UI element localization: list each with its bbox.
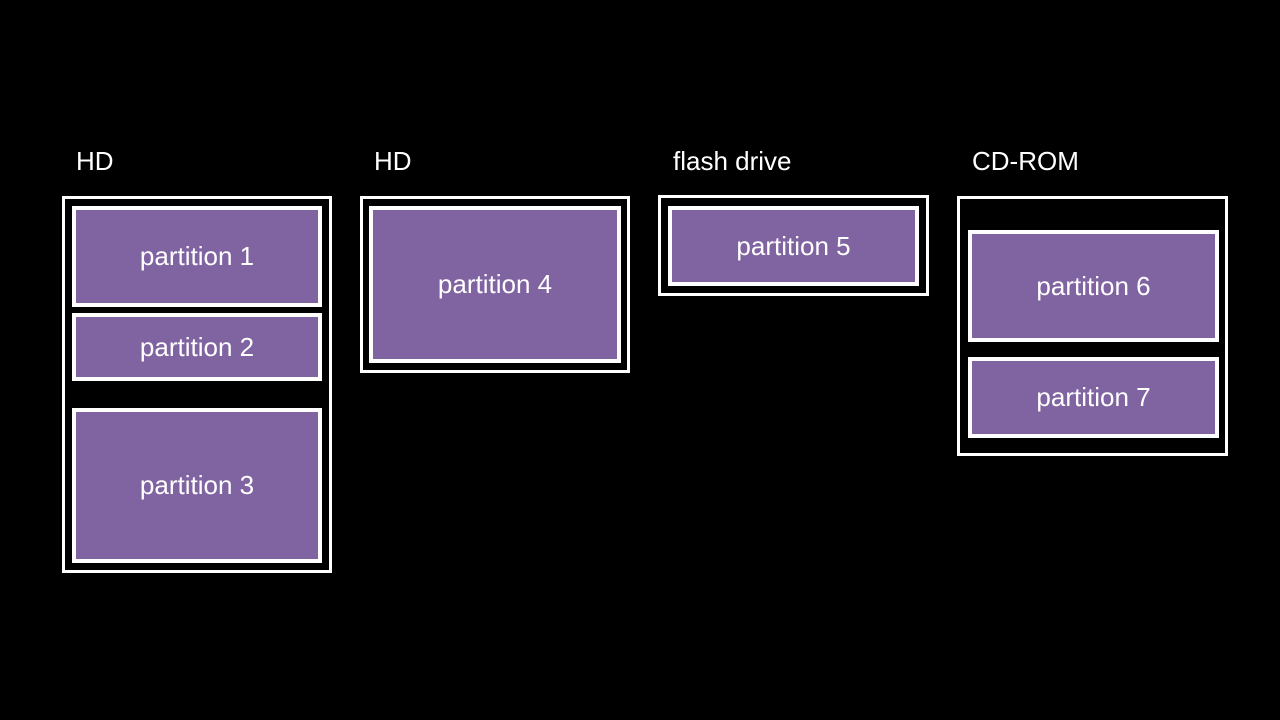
partition-3-label: partition 3 [139,470,255,500]
device-label-cd-rom: CD-ROM [972,146,1079,176]
partition-4-label: partition 4 [437,269,553,299]
partition-5: partition 5 [668,206,919,286]
device-box-flash-drive [658,195,929,296]
device-box-cd-rom [957,196,1228,456]
device-box-hd-2 [360,196,630,373]
device-label-flash-drive: flash drive [673,146,792,176]
partition-1: partition 1 [72,206,322,307]
device-label-hd-1: HD [76,146,114,176]
partition-1-label: partition 1 [139,241,255,271]
partition-2: partition 2 [72,313,322,381]
partition-7: partition 7 [968,357,1219,438]
partition-2-label: partition 2 [139,331,255,362]
partition-3: partition 3 [72,408,322,563]
partition-6: partition 6 [968,230,1219,342]
device-label-hd-2: HD [374,146,412,176]
device-box-hd-1 [62,196,332,573]
partition-6-label: partition 6 [1036,270,1151,301]
partition-7-label: partition 7 [1036,382,1151,412]
partition-4: partition 4 [369,206,621,363]
partition-5-label: partition 5 [736,230,851,261]
